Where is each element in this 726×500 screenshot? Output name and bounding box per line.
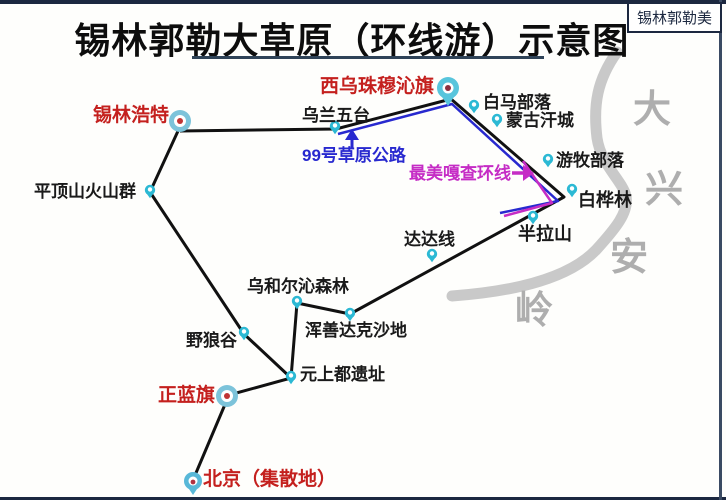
label-hunshandake: 浑善达克沙地 bbox=[305, 321, 407, 340]
mountain-char-da: 大 bbox=[633, 89, 672, 131]
route-branch-line bbox=[148, 130, 292, 379]
pin-baima-icon bbox=[468, 99, 480, 114]
label-xiwuqi: 西乌珠穆沁旗 bbox=[320, 76, 435, 97]
title-underline bbox=[192, 56, 544, 59]
label-scenic-route: 最美嘎查环线 bbox=[409, 164, 511, 183]
bottom-border bbox=[0, 497, 726, 500]
label-highway-99: 99号草原公路 bbox=[302, 146, 406, 165]
highway-arrow-icon bbox=[345, 129, 359, 140]
pin-dadaxian-icon bbox=[426, 248, 438, 263]
pin-banlashan-icon bbox=[527, 210, 539, 225]
marker-xiwuqi-icon bbox=[437, 77, 459, 106]
label-baihualin: 白桦林 bbox=[578, 190, 632, 210]
scenic-route-line bbox=[503, 160, 554, 218]
mountain-char-ling: 岭 bbox=[515, 290, 554, 332]
label-youmubuluo: 游牧部落 bbox=[556, 151, 624, 170]
label-banlashan: 半拉山 bbox=[518, 224, 572, 244]
marker-xilinhot-icon bbox=[169, 110, 191, 132]
label-pingdingshan: 平顶山火山群 bbox=[34, 182, 136, 201]
mountain-char-xing: 兴 bbox=[645, 169, 684, 211]
marker-beijing-icon bbox=[184, 472, 202, 495]
pin-youmubuluo-icon bbox=[542, 153, 554, 168]
highway-99-line bbox=[337, 102, 560, 215]
pin-yuanshangdu-icon bbox=[285, 370, 297, 385]
marker-zhenglanqi-icon bbox=[216, 385, 238, 407]
label-yuanshangdu: 元上都遗址 bbox=[300, 365, 385, 384]
pin-hunshandake-icon bbox=[344, 307, 356, 322]
label-xilinhot: 锡林浩特 bbox=[93, 105, 170, 126]
watermark-badge: 锡林郭勒美 bbox=[626, 2, 722, 33]
pin-wuheerqin-icon bbox=[291, 295, 303, 310]
top-border bbox=[0, 0, 726, 4]
label-yelanggu: 野狼谷 bbox=[186, 331, 237, 350]
label-mengguhancheng: 蒙古汗城 bbox=[506, 111, 574, 130]
label-beijing: 北京（集散地） bbox=[203, 469, 337, 490]
pin-baihualin-icon bbox=[566, 183, 578, 198]
label-zhenglanqi: 正蓝旗 bbox=[158, 385, 216, 406]
right-border bbox=[719, 0, 722, 500]
label-wuheerqin: 乌和尔沁森林 bbox=[247, 277, 349, 296]
label-baima: 白马部落 bbox=[483, 93, 551, 112]
mountain-range-curve bbox=[446, 46, 632, 302]
page-title: 锡林郭勒大草原（环线游）示意图 bbox=[74, 20, 630, 61]
label-wulanwutai: 乌兰五台 bbox=[302, 106, 370, 125]
pin-mengguhancheng-icon bbox=[491, 113, 503, 128]
mountain-char-an: 安 bbox=[610, 237, 649, 279]
label-dadaxian: 达达线 bbox=[404, 230, 455, 249]
scenic-arrow-icon bbox=[523, 165, 534, 181]
